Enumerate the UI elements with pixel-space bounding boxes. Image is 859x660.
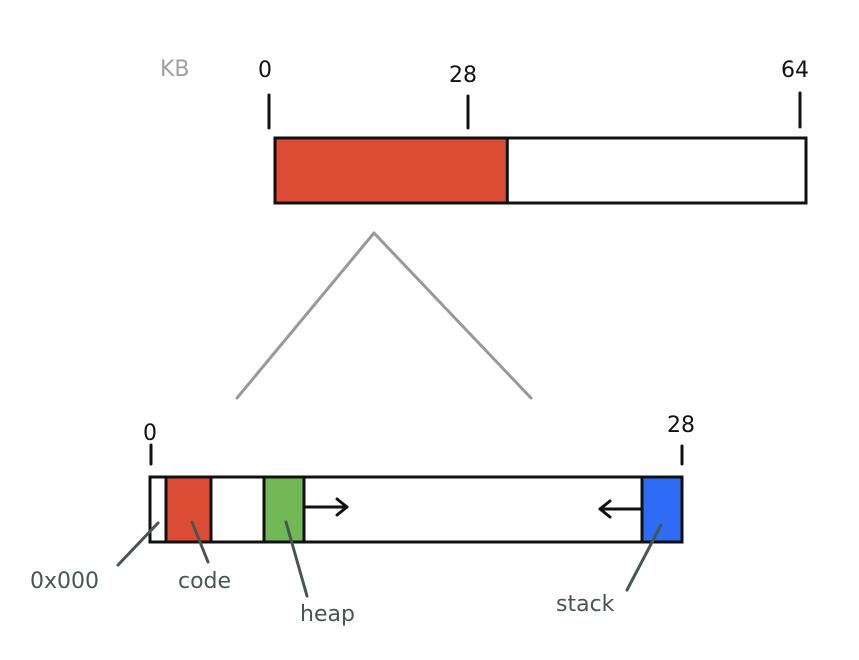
heap-segment [262, 475, 306, 544]
unit-label: KB [160, 57, 190, 82]
code-label: code [178, 569, 231, 594]
address-label: 0x000 [30, 569, 99, 594]
stack-label: stack [556, 592, 615, 617]
stack-growth-arrow-icon [598, 499, 642, 519]
code-segment [164, 475, 213, 544]
heap-callout-line [284, 520, 309, 598]
zoom-line-right [372, 231, 533, 400]
used-region [275, 138, 508, 203]
process-memory-bar [148, 475, 684, 544]
tick-label-0: 0 [258, 58, 272, 83]
stack-segment [640, 475, 684, 544]
zoom-line-left [235, 231, 376, 400]
stack-callout-line [625, 523, 663, 592]
heap-label: heap [300, 602, 355, 627]
code-callout-line [190, 520, 210, 564]
address-callout-line [116, 521, 160, 567]
zoom-tick-label-28: 28 [667, 413, 695, 438]
process-memory: 0 28 0x000 code heap stack [30, 413, 695, 627]
top-address-space: KB 0 28 64 [160, 57, 809, 205]
heap-growth-arrow-icon [304, 497, 349, 517]
address-space-bar [273, 136, 808, 205]
zoom-tick-label-0: 0 [143, 421, 157, 446]
tick-label-28: 28 [449, 63, 477, 88]
zoom-lines [235, 231, 533, 400]
tick-label-64: 64 [781, 58, 809, 83]
